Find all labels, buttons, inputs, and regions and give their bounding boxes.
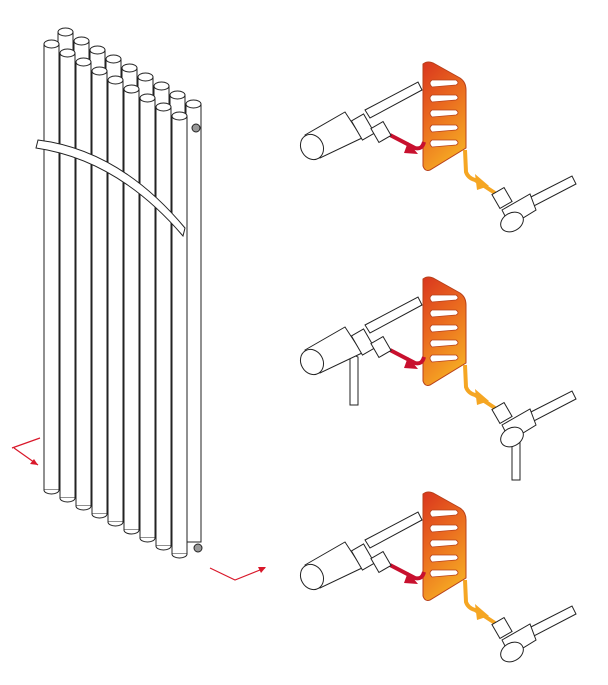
tube-bottom <box>171 553 188 559</box>
front-tube <box>155 106 172 547</box>
front-tube <box>59 52 76 499</box>
supply-pipe <box>364 296 423 334</box>
lockshield-cap <box>500 641 524 663</box>
valve-nut <box>350 543 376 571</box>
panel-slot <box>429 139 459 148</box>
tube-bottom <box>43 489 60 495</box>
panel-slot <box>429 79 459 88</box>
wall-bracket <box>193 543 203 553</box>
hot-flow <box>389 563 426 581</box>
return-flow <box>463 364 497 410</box>
valve-cap <box>299 133 325 161</box>
arrowhead <box>258 567 266 573</box>
panel-slot <box>429 309 459 318</box>
radiator-illustration <box>11 27 266 581</box>
lockshield-cap <box>500 211 524 233</box>
tube-bottom <box>107 521 124 527</box>
tube-top <box>185 99 202 109</box>
front-tube <box>43 43 60 491</box>
tube-top <box>43 39 60 49</box>
arrowhead <box>30 459 38 465</box>
front-tube <box>91 70 108 515</box>
valve-nut <box>350 113 376 141</box>
return-flow <box>463 579 497 625</box>
tube-bottom <box>59 497 76 503</box>
threaded-coupling <box>491 401 513 425</box>
panel-slot <box>429 124 459 133</box>
panel-slot <box>429 509 459 518</box>
hot-flow <box>389 348 426 366</box>
panel-slot <box>429 109 459 118</box>
tube-top <box>169 90 186 100</box>
front-tube <box>123 88 140 531</box>
panel-slot <box>429 354 459 363</box>
tube-top <box>139 93 156 103</box>
threaded-coupling <box>491 616 513 640</box>
valve-nut <box>350 328 376 356</box>
supply-pipe <box>364 81 423 119</box>
panel-slot <box>429 339 459 348</box>
return-flow <box>463 149 497 195</box>
panel-slot <box>429 554 459 563</box>
tube-bottom <box>123 529 140 535</box>
hot-arrow <box>404 357 418 369</box>
supply-pipe <box>364 511 423 549</box>
tube-top <box>121 63 138 73</box>
tube-top <box>91 66 108 76</box>
front-tube <box>139 97 156 539</box>
tube-top <box>155 102 172 112</box>
lockshield-cap <box>500 426 524 448</box>
connection-variants <box>299 61 577 663</box>
panel-slot <box>429 294 459 303</box>
wall-bracket <box>191 123 201 133</box>
tube-top <box>153 81 170 91</box>
floor-pipe <box>349 352 359 406</box>
front-tube <box>75 61 92 507</box>
threaded-coupling <box>370 550 392 574</box>
flow-arrow-left <box>11 437 41 466</box>
hot-arrow <box>404 572 418 584</box>
panel-slot <box>429 324 459 333</box>
return-arrow <box>475 604 489 620</box>
tube-top <box>171 111 188 121</box>
back-tube <box>185 103 202 543</box>
tube-bottom <box>139 537 156 543</box>
front-tube <box>107 79 124 523</box>
tube-top <box>75 57 92 67</box>
panel-slot <box>429 539 459 548</box>
tube-top <box>105 54 122 64</box>
tube-top <box>73 36 90 46</box>
valve-cap <box>299 348 325 376</box>
tube-top <box>107 75 124 85</box>
tube-top <box>59 48 76 58</box>
return-arrow <box>475 174 489 190</box>
hot-flow <box>389 133 426 151</box>
connection-variant-1 <box>299 61 577 233</box>
tube-top <box>123 84 140 94</box>
tube-top <box>137 72 154 82</box>
threaded-coupling <box>370 335 392 359</box>
tube-bottom <box>155 545 172 551</box>
panel-slot <box>429 569 459 578</box>
valve-cap <box>299 563 325 591</box>
front-tube <box>171 115 188 555</box>
return-arrow <box>475 389 489 405</box>
tube-top <box>89 45 106 55</box>
panel-slot <box>429 94 459 103</box>
flow-arrow-right <box>209 567 266 581</box>
tube-bottom <box>91 513 108 519</box>
threaded-coupling <box>370 120 392 144</box>
threaded-coupling <box>491 186 513 210</box>
connection-variant-3 <box>299 491 577 663</box>
tube-bottom <box>75 505 92 511</box>
connection-variant-2 <box>299 276 577 481</box>
hot-arrow <box>404 142 418 154</box>
tube-top <box>57 27 74 37</box>
towel-bar <box>35 139 186 238</box>
panel-slot <box>429 524 459 533</box>
